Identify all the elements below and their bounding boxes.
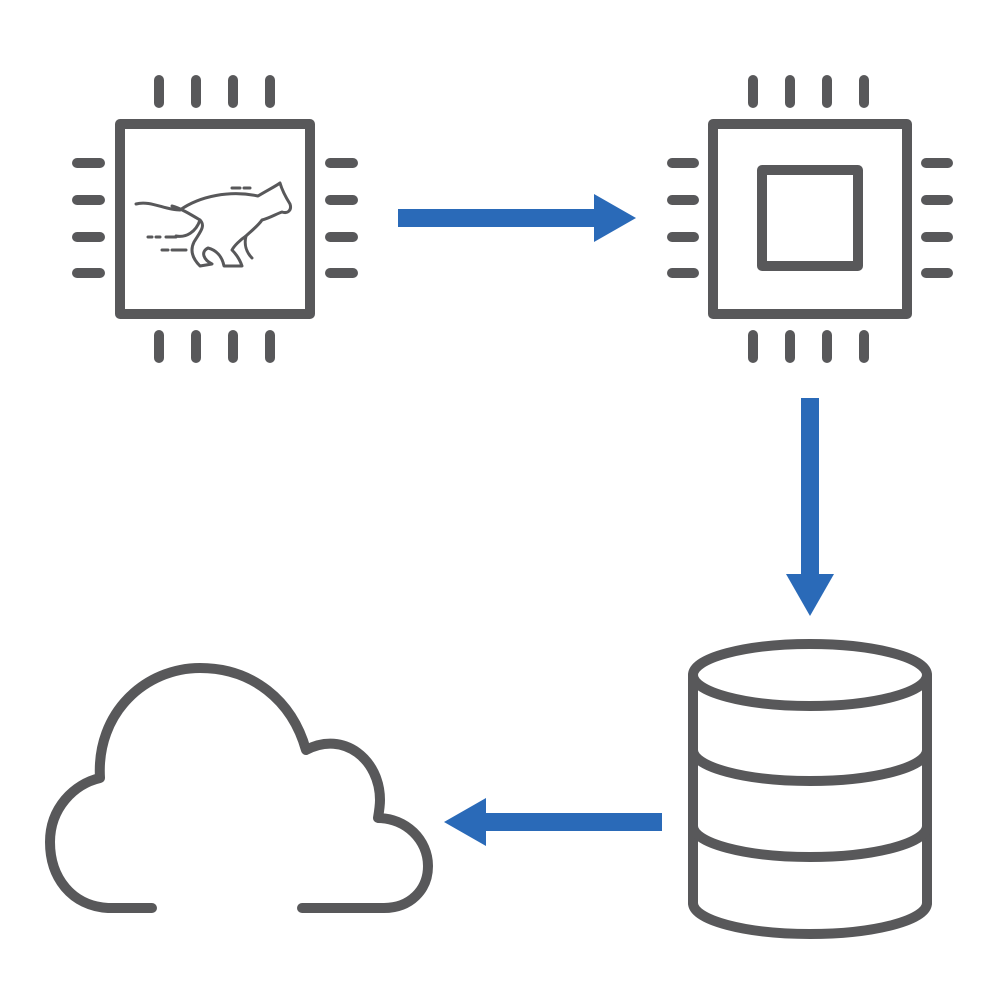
chip-pins-left (72, 158, 105, 278)
cpu-chip-icon (667, 75, 953, 363)
database-bottom (688, 898, 932, 939)
database-band (688, 821, 932, 862)
chip-pins-top (154, 75, 275, 108)
chip-body (115, 119, 315, 319)
chip-core (757, 165, 863, 271)
chip-pins-bottom (748, 330, 869, 363)
chip-pins-right (921, 158, 953, 278)
arrow-left (444, 798, 662, 846)
cheetah-chip-icon (72, 75, 358, 363)
chip-pins-top (748, 75, 869, 108)
chip-pins-right (325, 158, 358, 278)
arrow-right (398, 194, 636, 242)
database-top (688, 639, 932, 711)
chip-pins-bottom (154, 330, 275, 363)
cloud-icon (45, 663, 433, 913)
database-band (688, 745, 932, 786)
chip-pins-left (667, 158, 699, 278)
database-icon (688, 639, 932, 939)
arrow-down (786, 398, 834, 616)
cheetah-glyph (134, 181, 292, 268)
chip-body (708, 119, 912, 319)
